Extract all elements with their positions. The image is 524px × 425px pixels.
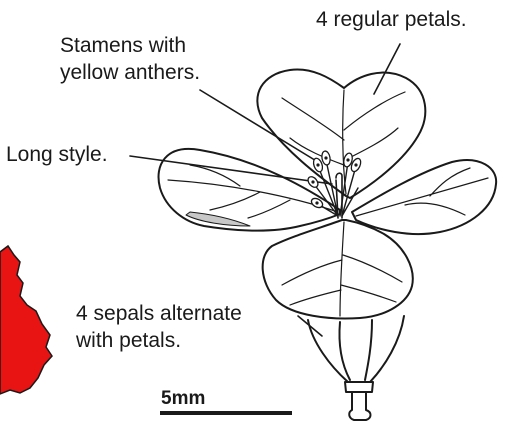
anther-dot	[311, 180, 314, 183]
label-sepals: 4 sepals alternate with petals.	[76, 300, 242, 354]
label-petals: 4 regular petals.	[316, 6, 467, 33]
label-stamens-line-2: yellow anthers.	[60, 59, 200, 86]
scale-bar-label-text: 5mm	[161, 388, 205, 409]
sepals	[308, 316, 404, 382]
bottom-petal	[263, 220, 413, 318]
label-sepals-line-2: with petals.	[76, 327, 242, 354]
right-petal-veins	[356, 168, 488, 216]
bottom-petal-veins	[282, 222, 402, 316]
anther-dot	[354, 163, 357, 166]
label-petals-text: 4 regular petals.	[316, 6, 467, 33]
right-petal	[352, 160, 496, 234]
sepal-line-left	[339, 322, 350, 380]
scale-bar-label: 5mm	[161, 385, 205, 412]
leader-line-stamens	[200, 90, 318, 162]
label-sepals-line-1: 4 sepals alternate	[76, 300, 242, 327]
label-stamens-line-1: Stamens with	[60, 32, 200, 59]
anther-dot	[346, 158, 349, 161]
label-stamens: Stamens with yellow anthers.	[60, 32, 200, 86]
label-style: Long style.	[6, 141, 108, 168]
sepal-line-right	[365, 320, 372, 380]
receptacle	[345, 382, 373, 392]
anther-dot	[316, 163, 319, 166]
top-petal-veins	[282, 90, 405, 194]
leader-line-petals	[374, 44, 400, 94]
pedicel	[349, 392, 370, 420]
red-map-fragment	[0, 246, 52, 394]
label-style-text: Long style.	[6, 141, 108, 168]
leader-line-sepals	[298, 316, 322, 336]
anther-dot	[315, 201, 318, 204]
anther-dot	[324, 156, 327, 159]
